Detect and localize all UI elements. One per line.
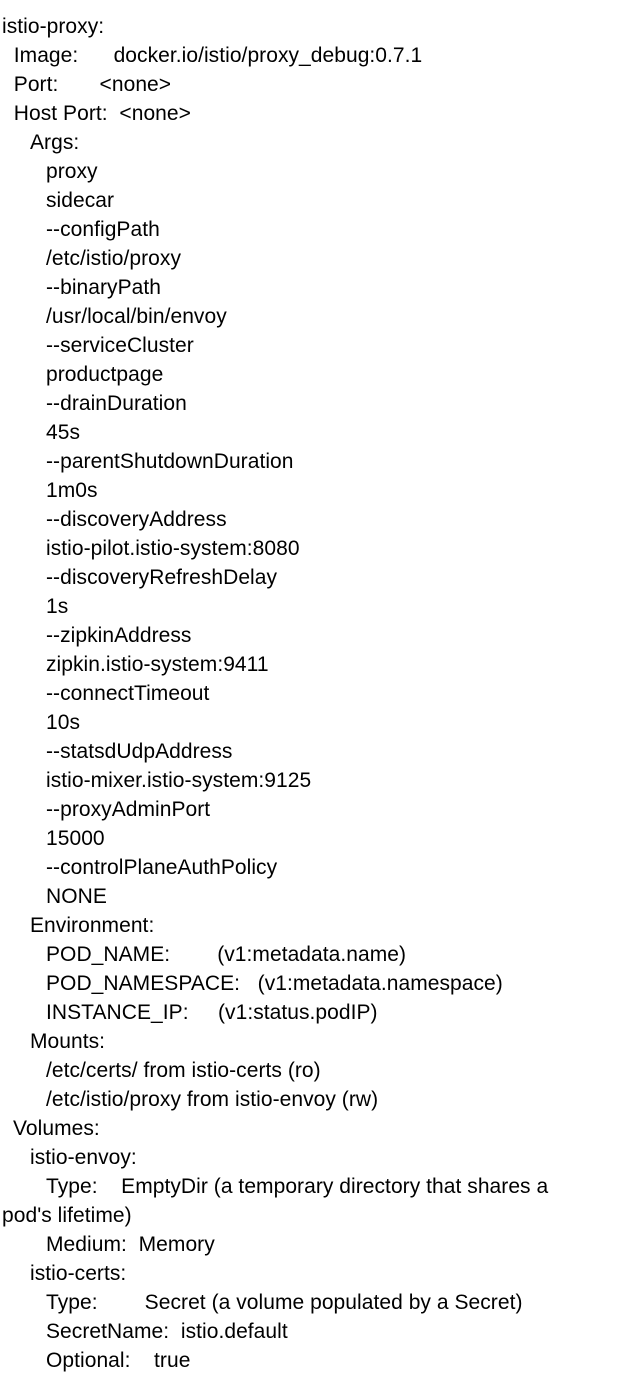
arg-item: istio-mixer.istio-system:9125 [46,769,312,792]
mounts-heading: Mounts: [30,1030,106,1053]
volumes-heading: Volumes: [13,1117,100,1140]
arg-item: 1s [46,595,69,618]
arg-item: --binaryPath [46,276,161,299]
volume-type-row: Type: EmptyDir (a temporary directory th… [46,1175,549,1198]
arg-item: sidecar [46,189,115,212]
arg-item: --statsdUdpAddress [46,740,233,763]
arg-item: --connectTimeout [46,682,210,705]
image-row: Image: docker.io/istio/proxy_debug:0.7.1 [2,44,423,67]
volume-optional-row: Optional: true [46,1349,191,1372]
volume-type-row: Type: Secret (a volume populated by a Se… [46,1291,523,1314]
arg-item: --proxyAdminPort [46,798,211,821]
volume-type-row-continuation: pod's lifetime) [2,1204,132,1227]
top-spacer [0,0,639,12]
arg-item: 10s [46,711,81,734]
mount-entry: /etc/istio/proxy from istio-envoy (rw) [46,1088,379,1111]
arg-item: istio-pilot.istio-system:8080 [46,537,300,560]
volume-name: istio-certs: [30,1262,127,1285]
arg-item: 15000 [46,827,105,850]
environment-var-row: POD_NAME: (v1:metadata.name) [46,943,407,966]
arg-item: productpage [46,363,164,386]
args-heading: Args: [30,131,80,154]
arg-item: NONE [46,885,107,908]
mount-entry: /etc/certs/ from istio-certs (ro) [46,1059,321,1082]
arg-item: --discoveryRefreshDelay [46,566,278,589]
port-row: Port: <none> [2,73,172,96]
volume-name: istio-envoy: [30,1146,137,1169]
environment-var-row: POD_NAMESPACE: (v1:metadata.namespace) [46,972,503,995]
arg-item: --configPath [46,218,160,241]
host-port-row: Host Port: <none> [2,102,191,125]
arg-item: /etc/istio/proxy [46,247,182,270]
arg-item: proxy [46,160,98,183]
container-name-heading: istio-proxy: [2,15,105,38]
environment-var-row: INSTANCE_IP: (v1:status.podIP) [46,1001,378,1024]
arg-item: --controlPlaneAuthPolicy [46,856,278,879]
arg-item: 45s [46,421,81,444]
arg-item: zipkin.istio-system:9411 [46,653,269,676]
environment-heading: Environment: [30,914,155,937]
arg-item: --discoveryAddress [46,508,227,531]
volume-secret-name-row: SecretName: istio.default [46,1320,288,1343]
arg-item: 1m0s [46,479,98,502]
arg-item: /usr/local/bin/envoy [46,305,227,328]
volume-medium-row: Medium: Memory [46,1233,215,1256]
arg-item: --drainDuration [46,392,187,415]
arg-item: --serviceCluster [46,334,194,357]
arg-item: --zipkinAddress [46,624,192,647]
arg-item: --parentShutdownDuration [46,450,294,473]
